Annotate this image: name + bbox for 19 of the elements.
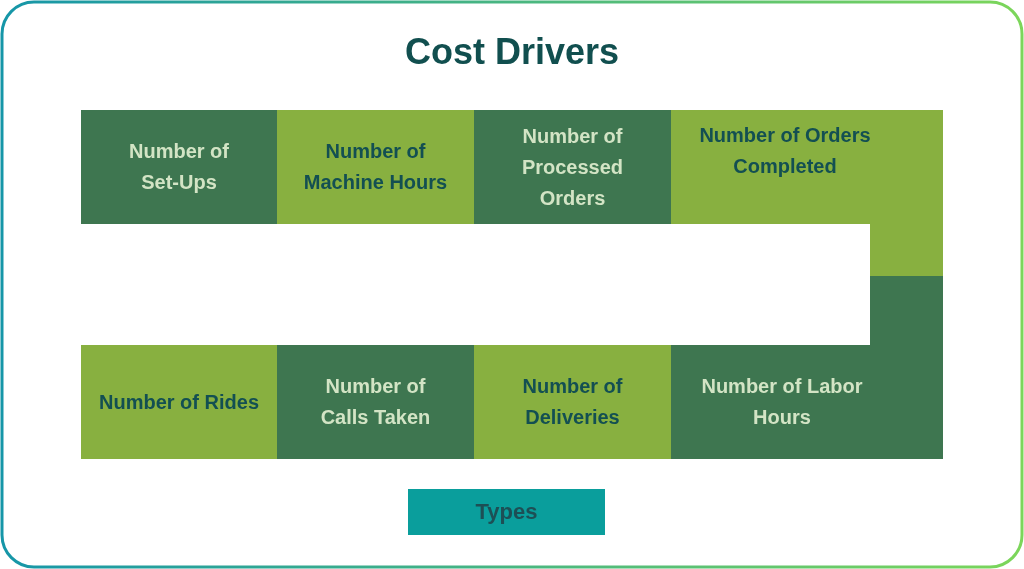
category-block (81, 345, 277, 459)
category-block (474, 345, 671, 459)
label-bar (408, 489, 605, 535)
category-block (671, 110, 943, 276)
block-label: Number of Processed Orders (520, 123, 625, 211)
category-block (474, 110, 671, 224)
category-block (277, 110, 474, 224)
block-label: Number of Labor Hours (700, 374, 864, 430)
block-label: Number of Deliveries (521, 374, 624, 430)
category-block (671, 276, 943, 459)
category-block (81, 110, 277, 224)
block-label: Number of Orders Completed (698, 123, 872, 179)
block-label: Number of Set-Ups (128, 139, 230, 195)
category-block (277, 345, 474, 459)
diagram-title: Cost Drivers (404, 31, 620, 73)
block-label: Number of Rides (99, 389, 259, 415)
block-label: Number of Calls Taken (319, 374, 432, 430)
block-label: Number of Machine Hours (302, 139, 449, 195)
tag-label: Types (475, 498, 538, 526)
